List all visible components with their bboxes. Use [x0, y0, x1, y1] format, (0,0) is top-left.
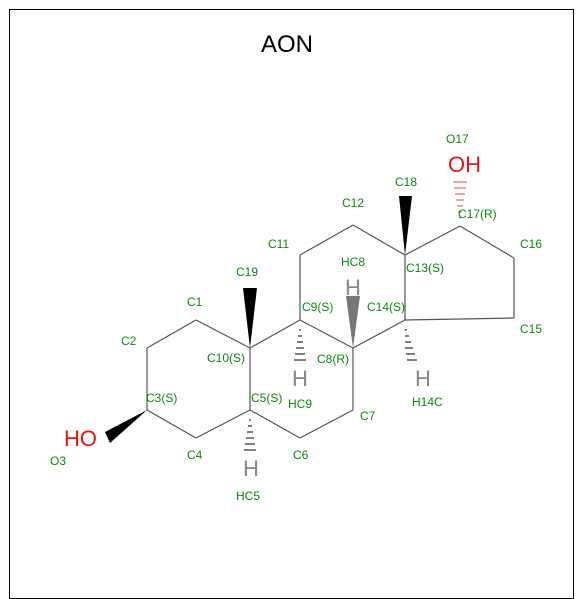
atom-label-c15: C15	[520, 322, 542, 336]
atom-label-c16: C16	[520, 237, 542, 251]
wedge-bonds	[105, 196, 412, 443]
hash-bond-oh	[453, 181, 467, 219]
diagram-title: AON	[261, 31, 313, 58]
atom-label-c12: C12	[342, 196, 364, 210]
atom-label-h14c: H14C	[412, 395, 443, 409]
hydrogen-c5-label: H	[243, 456, 259, 481]
hydrogen-c14-label: H	[415, 366, 431, 391]
molecule-structure: AON OH HO H H H H O17 C17(R) C18 C12 C16…	[50, 31, 542, 503]
atom-label-c18: C18	[395, 175, 417, 189]
atom-label-c13: C13(S)	[406, 261, 444, 275]
atom-label-c9: C9(S)	[302, 300, 333, 314]
atom-label-hc9: HC9	[288, 397, 312, 411]
atom-label-c1: C1	[187, 295, 203, 309]
bonds	[146, 224, 515, 439]
atom-label-hc5: HC5	[236, 489, 260, 503]
atom-label-c8: C8(R)	[317, 352, 349, 366]
atom-label-c19: C19	[236, 265, 258, 279]
atom-label-c5: C5(S)	[251, 391, 282, 405]
atom-label-c6: C6	[293, 448, 309, 462]
atom-label-c14: C14(S)	[367, 300, 405, 314]
atom-label-c2: C2	[121, 334, 137, 348]
atom-label-hc8: HC8	[341, 255, 365, 269]
hydrogen-c9-label: H	[292, 366, 308, 391]
atom-label-o3: O3	[50, 454, 66, 468]
hydroxyl-top-label: OH	[448, 152, 481, 177]
atom-label-c11: C11	[268, 237, 289, 251]
hydroxyl-left-label: HO	[64, 426, 97, 451]
hash-bonds	[244, 329, 417, 451]
atom-label-o17: O17	[446, 132, 469, 146]
atom-label-c7: C7	[360, 409, 376, 423]
atom-label-c3: C3(S)	[146, 391, 177, 405]
atom-label-c4: C4	[187, 448, 203, 462]
atom-label-c17: C17(R)	[458, 207, 497, 221]
atom-label-c10: C10(S)	[207, 351, 245, 365]
hydrogen-c8-label: H	[345, 275, 361, 300]
